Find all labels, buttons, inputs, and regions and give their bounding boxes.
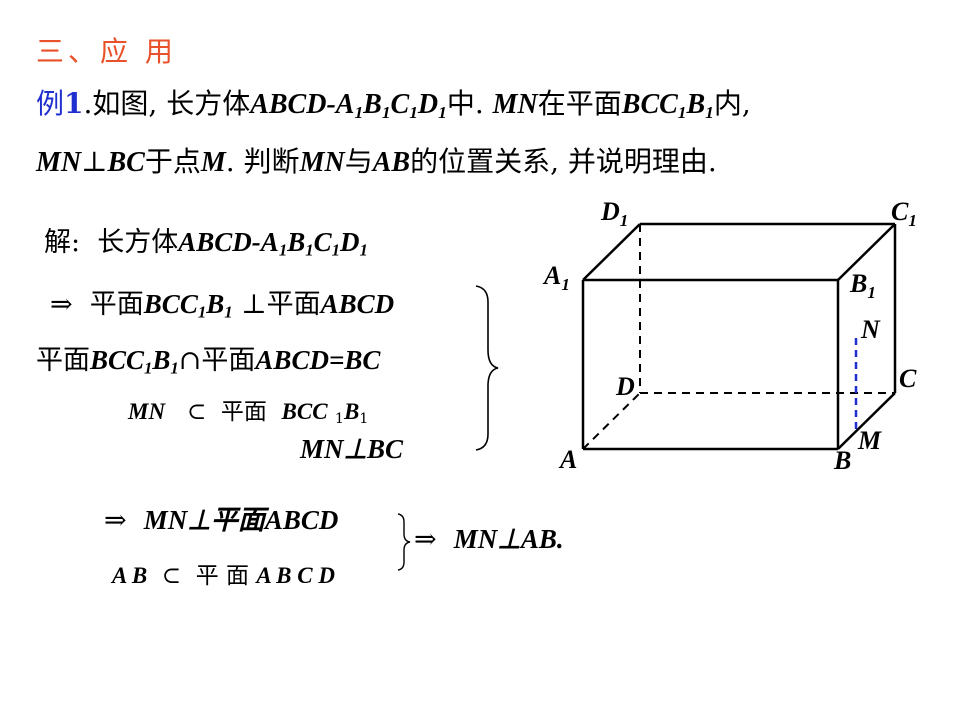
solution-conclusion: ⇒ MN⊥AB. (414, 524, 564, 555)
segment-ab: AB (372, 147, 411, 178)
solution-row-3: MN ⊂ 平面 BCC 1B1 (128, 399, 369, 427)
label-b: B (833, 446, 851, 475)
label-c1: C1 (891, 197, 917, 230)
implies-symbol: ⇒ (50, 289, 73, 320)
label-d1: D1 (600, 197, 628, 230)
label-m: M (857, 426, 882, 455)
edge-c1-b1 (837, 223, 896, 281)
problem-line-1: 例1.如图, 长方体ABCD-A1B1C1D1中. MN在平面BCC1B1内, (36, 82, 751, 122)
segment-mn: MN (299, 147, 345, 178)
example-prefix: 例 (36, 87, 65, 120)
label-b1: B1 (849, 269, 876, 302)
perp-symbol: ⊥ (81, 145, 108, 178)
text: 的位置关系, 并说明理由. (410, 145, 717, 178)
text: .如图, 长方体 (83, 87, 251, 120)
solution-intro: 解: 长方体ABCD-A1B1C1D1 (44, 227, 368, 260)
solution-row-2: 平面BCC1B1∩平面ABCD=BC (36, 345, 381, 378)
plane-name: BCC1B1 (621, 89, 714, 122)
segment-bc: BC (107, 147, 145, 178)
solution-row-4: MN⊥BC (300, 434, 404, 464)
edge-a1-d1 (582, 223, 641, 281)
segment-mn: MN (36, 147, 82, 178)
text: 在平面 (537, 87, 622, 120)
edge-c-b (837, 392, 896, 450)
text: . 判断 (225, 145, 300, 178)
solution-row-6: A B ⊂ 平 面 A B C D (112, 563, 335, 589)
label-n: N (860, 315, 881, 344)
solution-row-5: ⇒ MN⊥平面ABCD (104, 505, 339, 536)
text: 与 (344, 145, 373, 178)
solid-name: ABCD-A1B1C1D1 (250, 89, 447, 122)
example-number: 1 (64, 87, 84, 120)
label-a1: A1 (542, 261, 570, 294)
label-c: C (899, 364, 917, 393)
label-a: A (558, 445, 577, 474)
problem-line-2: MN⊥BC于点M. 判断MN与AB的位置关系, 并说明理由. (36, 140, 717, 180)
text: 中. (446, 87, 484, 120)
text: 于点 (144, 145, 201, 178)
edge-a-d-hidden (582, 392, 641, 450)
solution-row-1: ⇒ 平面BCC1B1 ⊥平面ABCD (50, 289, 395, 322)
text: 内, (713, 87, 751, 120)
point-m: M (200, 147, 226, 178)
segment-mn: MN (492, 89, 538, 120)
section-heading: 三、应 用 (36, 35, 177, 68)
label-d: D (615, 372, 635, 401)
